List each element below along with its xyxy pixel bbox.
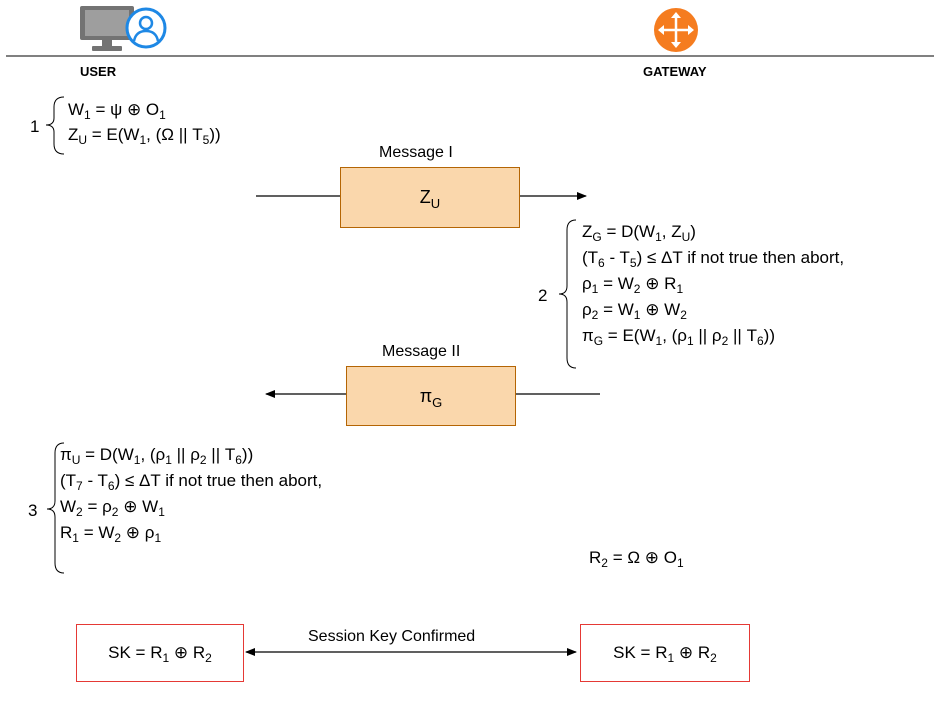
step3-equation-line: R1 = W2 ⊕ ρ1: [60, 523, 162, 545]
router-icon: [652, 6, 700, 54]
message2-box: πG: [346, 366, 516, 426]
step3-equation-line: πU = D(W1, (ρ1 || ρ2 || T6)): [60, 445, 254, 467]
step3-equations: πU = D(W1, (ρ1 || ρ2 || T6)) (T7 - T6) ≤ …: [60, 444, 323, 545]
gateway-session-key-text: SK = R1 ⊕ R2: [613, 643, 717, 665]
r2-equation-line: R2 = Ω ⊕ O1: [589, 548, 684, 570]
user-session-key-text: SK = R1 ⊕ R2: [108, 643, 212, 665]
step2-equation-line: (T6 - T5) ≤ ΔT if not true then abort,: [582, 248, 845, 270]
gateway-header-label: GATEWAY: [643, 64, 707, 79]
session-key-label: Session Key Confirmed: [308, 628, 476, 645]
message1-box: ZU: [340, 167, 520, 228]
step3-brace: [46, 442, 65, 574]
step3-equation-line: (T7 - T6) ≤ ΔT if not true then abort,: [60, 471, 323, 493]
step2-equations: ZG = D(W1, ZU) (T6 - T5) ≤ ΔT if not true…: [582, 221, 845, 348]
message1-title: Message I: [379, 144, 453, 161]
gateway-session-key-box: SK = R1 ⊕ R2: [580, 624, 750, 682]
message1-content: ZU: [419, 187, 441, 211]
step2-brace: [558, 219, 577, 369]
step3-number: 3: [28, 501, 38, 520]
message2-title: Message II: [382, 343, 461, 360]
step1-brace: [45, 96, 65, 155]
step2-equation-line: ρ1 = W2 ⊕ R1: [582, 274, 684, 296]
user-session-key: SK = R1 ⊕ R2: [108, 643, 212, 665]
step1-equations: W1 = ψ ⊕ O1 ZU = E(W1, (Ω || T5)): [68, 99, 221, 147]
step2-equation-line: ρ2 = W1 ⊕ W2: [582, 300, 687, 322]
user-session-key-box: SK = R1 ⊕ R2: [76, 624, 244, 682]
step3-equation-line: W2 = ρ2 ⊕ W1: [60, 497, 165, 519]
message2-content: πG: [419, 385, 443, 410]
step1-number: 1: [30, 117, 40, 136]
user-header-label: USER: [80, 64, 117, 79]
step2-number: 2: [538, 286, 548, 305]
gateway-r2-equation: R2 = Ω ⊕ O1: [589, 547, 684, 570]
gateway-session-key: SK = R1 ⊕ R2: [613, 643, 717, 665]
user-computer-icon: [78, 4, 170, 54]
step2-equation-line: πG = E(W1, (ρ1 || ρ2 || T6)): [582, 326, 775, 348]
step2-equation-line: ZG = D(W1, ZU): [582, 222, 696, 244]
step1-equation-line: W1 = ψ ⊕ O1: [68, 100, 166, 122]
step1-equation-line: ZU = E(W1, (Ω || T5)): [68, 125, 221, 147]
